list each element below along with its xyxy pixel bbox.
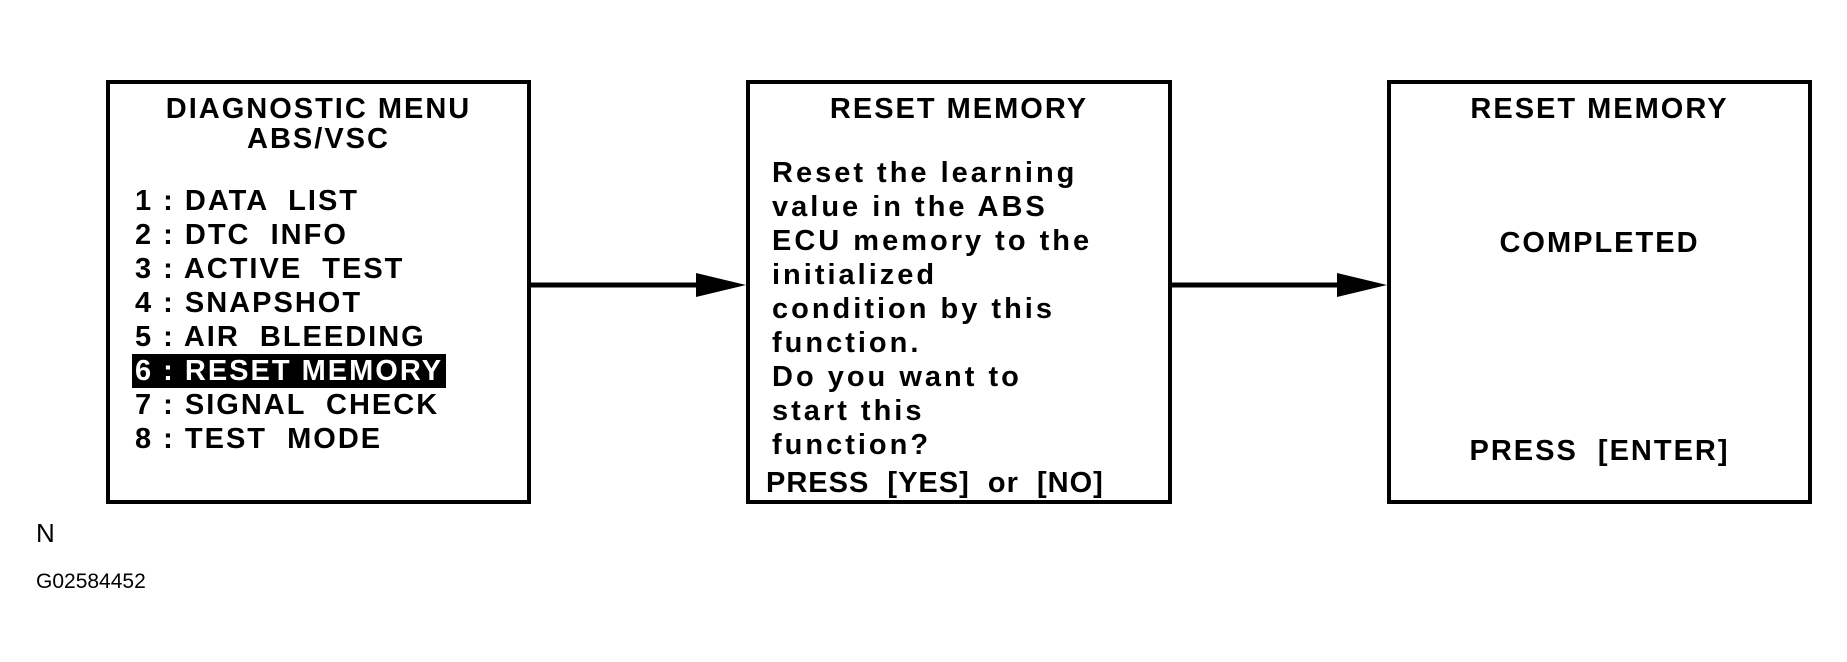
menu-item-label: 3 : ACTIVE TEST [135,253,405,285]
confirm-message: Reset the learning value in the ABS ECU … [772,156,1092,462]
right-arrow-icon [531,273,746,297]
message-line: function. [772,327,922,359]
menu-title-line1: DIAGNOSTIC MENU [165,93,472,125]
completed-status: COMPLETED [1499,227,1700,259]
enter-prompt[interactable]: PRESS [ENTER] [1469,435,1730,467]
menu-item-test-mode[interactable]: 8 : TEST MODE [132,422,446,456]
reset-memory-completed-screen: RESET MEMORY COMPLETED PRESS [ENTER] [1387,80,1812,504]
message-line: initialized [772,259,938,291]
menu-item-label: 4 : SNAPSHOT [135,287,363,319]
menu-item-label: 2 : DTC INFO [135,219,348,251]
message-line: condition by this [772,293,1055,325]
confirm-title: RESET MEMORY [829,93,1089,125]
menu-item-data-list[interactable]: 1 : DATA LIST [132,184,446,218]
menu-title-line2: ABS/VSC [247,123,390,155]
message-line: Reset the learning [772,157,1078,189]
message-line: Do you want to [772,361,1022,393]
menu-item-dtc-info[interactable]: 2 : DTC INFO [132,218,446,252]
menu-list: 1 : DATA LIST 2 : DTC INFO 3 : ACTIVE TE… [132,184,447,456]
figure-id: G02584452 [36,570,146,593]
diagnostic-menu-screen: DIAGNOSTIC MENU ABS/VSC 1 : DATA LIST 2 … [106,80,531,504]
menu-item-label: 7 : SIGNAL CHECK [135,389,440,421]
message-line: start this [772,395,925,427]
caption-letter: N [36,518,55,548]
message-line: function? [772,429,932,461]
right-arrow-icon [1172,273,1387,297]
menu-item-label: 8 : TEST MODE [135,423,383,455]
menu-item-air-bleeding[interactable]: 5 : AIR BLEEDING [132,320,446,354]
menu-item-signal-check[interactable]: 7 : SIGNAL CHECK [132,388,446,422]
done-title: RESET MEMORY [1470,93,1729,125]
menu-item-label: 1 : DATA LIST [135,185,360,217]
reset-memory-confirm-screen: RESET MEMORY Reset the learning value in… [746,80,1172,504]
menu-item-active-test[interactable]: 3 : ACTIVE TEST [132,252,446,286]
menu-item-snapshot[interactable]: 4 : SNAPSHOT [132,286,446,320]
menu-item-label: 5 : AIR BLEEDING [135,321,426,353]
yes-no-prompt[interactable]: PRESS [YES] or [NO] [766,467,1104,499]
message-line: ECU memory to the [772,225,1093,257]
message-line: value in the ABS [772,191,1048,223]
menu-item-label-selected: 6 : RESET MEMORY [132,354,447,388]
menu-item-reset-memory[interactable]: 6 : RESET MEMORY [132,354,447,388]
